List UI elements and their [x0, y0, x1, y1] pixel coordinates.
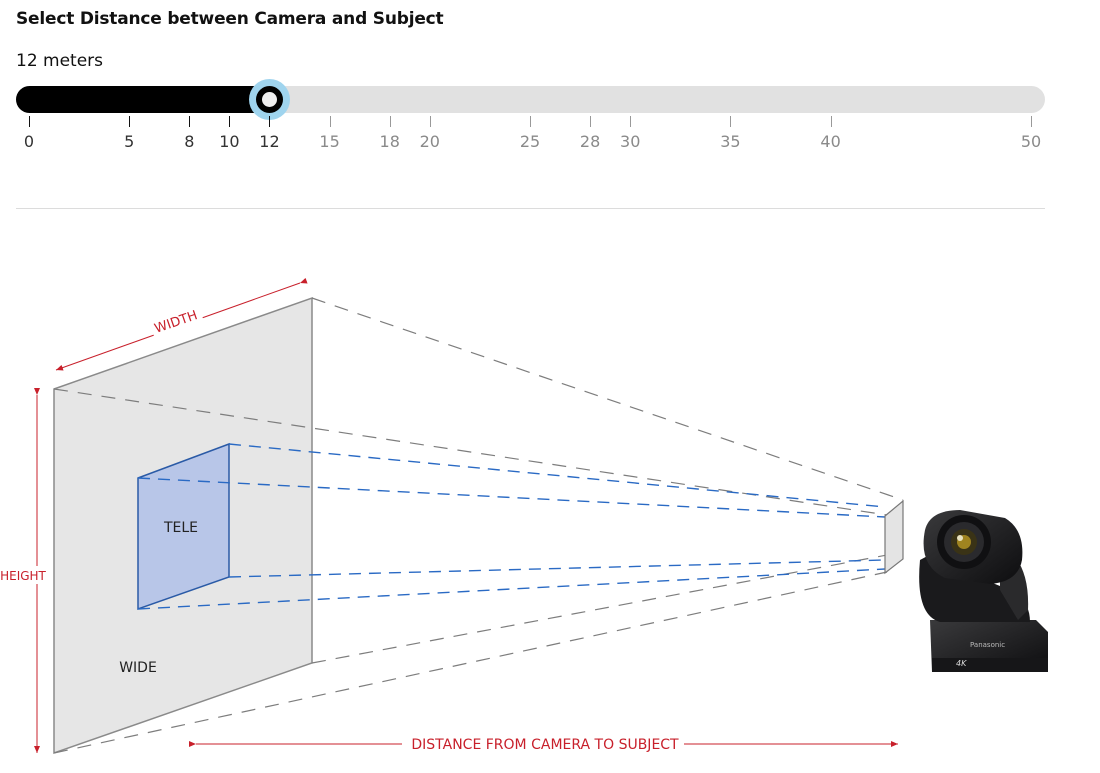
field-of-view-diagram: WIDTH HEIGHT DISTANCE FROM CAMERA TO SUB… — [0, 277, 1048, 755]
slider-tick-label[interactable]: 40 — [820, 132, 841, 151]
slider-tick-label[interactable]: 30 — [620, 132, 641, 151]
slider-tick-label[interactable]: 50 — [1020, 132, 1042, 151]
sensor-plane — [884, 499, 904, 575]
tele-projection-lines — [137, 443, 886, 610]
slider-tick-label[interactable]: 0 — [23, 132, 35, 151]
slider-tick-label[interactable]: 10 — [219, 132, 240, 151]
wide-label: WIDE — [119, 660, 157, 676]
slider-tick-mark — [29, 116, 30, 127]
slider-tick-label[interactable]: 12 — [259, 132, 280, 151]
page-title: Select Distance between Camera and Subje… — [16, 9, 444, 29]
slider-tick-mark — [730, 116, 732, 127]
slider-tick-mark — [1031, 116, 1032, 127]
distance-slider[interactable] — [16, 79, 1045, 120]
slider-tick-mark — [129, 116, 131, 127]
slider-thumb[interactable] — [248, 79, 290, 120]
slider-tick-mark — [229, 116, 231, 127]
distance-value-label: 12 meters — [16, 51, 104, 71]
distance-label: DISTANCE FROM CAMERA TO SUBJECT — [411, 737, 679, 753]
height-label: HEIGHT — [0, 569, 46, 583]
slider-tick-label[interactable]: 15 — [319, 132, 340, 151]
ptz-camera-illustration: Panasonic 4K — [919, 510, 1048, 672]
slider-tick-label[interactable]: 8 — [184, 132, 195, 151]
slider-tick-label[interactable]: 20 — [419, 132, 440, 151]
slider-tick-mark — [630, 116, 632, 127]
slider-tick-mark — [590, 116, 592, 127]
tele-label: TELE — [163, 520, 198, 536]
slider-thumb-core — [261, 92, 277, 107]
slider-tick-mark — [830, 116, 832, 127]
slider-tick-mark — [329, 116, 331, 127]
slider-thumb-ring — [255, 86, 283, 113]
camera-4k-badge: 4K — [956, 659, 967, 668]
slider-tick-mark — [269, 116, 271, 127]
slider-tick-label[interactable]: 25 — [519, 132, 541, 151]
slider-scale: 0 5 8 10 12 15 18 20 25 28 30 35 40 50 — [16, 116, 1045, 156]
slider-tick-label[interactable]: 28 — [579, 132, 601, 151]
slider-tick-label[interactable]: 18 — [379, 132, 400, 151]
section-divider — [16, 208, 1045, 209]
slider-tick-mark — [530, 116, 531, 127]
slider-fill — [16, 86, 270, 113]
slider-tick-label[interactable]: 35 — [720, 132, 741, 151]
slider-tick-mark — [189, 116, 191, 127]
camera-brand-mark: Panasonic — [970, 641, 1005, 649]
slider-tick-label[interactable]: 5 — [124, 132, 135, 151]
slider-tick-mark — [389, 116, 391, 127]
slider-tick-mark — [429, 116, 431, 127]
